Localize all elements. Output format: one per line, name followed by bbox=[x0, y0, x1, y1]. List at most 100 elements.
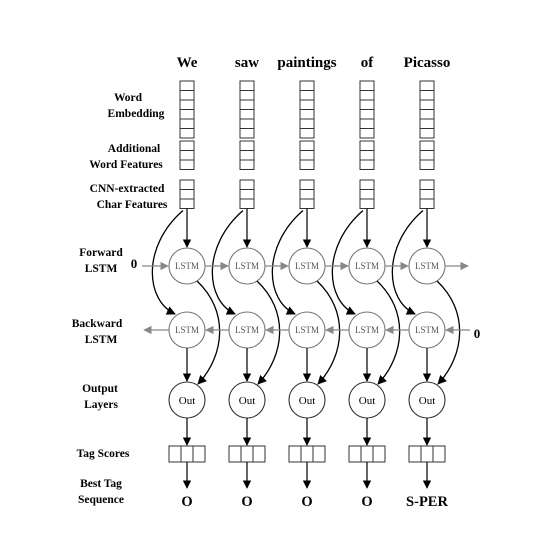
output-layer-label: Out bbox=[419, 395, 436, 407]
vector-cell bbox=[179, 159, 195, 170]
forward-lstm-label: LSTM bbox=[415, 261, 439, 271]
score-cell bbox=[168, 445, 182, 463]
vector-cell bbox=[419, 80, 435, 91]
vector-cell bbox=[299, 198, 315, 209]
label-forward-lstm-2: LSTM bbox=[85, 263, 118, 275]
label-additional-features-2: Word Features bbox=[89, 159, 163, 171]
label-forward-lstm-1: Forward bbox=[79, 247, 123, 259]
forward-lstm-label: LSTM bbox=[355, 261, 379, 271]
vector-cell bbox=[359, 159, 375, 170]
feature-to-backward-arrow bbox=[211, 210, 244, 315]
label-best-tag-sequence-2: Sequence bbox=[78, 494, 124, 506]
backward-lstm-label: LSTM bbox=[175, 325, 199, 335]
forward-to-output-arrow bbox=[196, 280, 221, 385]
forward-lstm-label: LSTM bbox=[295, 261, 319, 271]
vector-cell bbox=[359, 90, 375, 101]
output-layer-label: Out bbox=[239, 395, 256, 407]
label-tag-scores: Tag Scores bbox=[77, 448, 130, 460]
forward-to-output-arrow bbox=[316, 280, 341, 385]
label-backward-lstm-2: LSTM bbox=[85, 334, 118, 346]
best-tag: O bbox=[241, 494, 252, 510]
vector-cell bbox=[239, 118, 255, 129]
forward-initial-state: 0 bbox=[131, 256, 138, 271]
word-embedding-vector bbox=[299, 80, 315, 139]
forward-lstm-label: LSTM bbox=[235, 261, 259, 271]
additional-features-vector bbox=[179, 140, 195, 170]
input-word: Picasso bbox=[404, 55, 451, 71]
tag-scores-vector bbox=[408, 445, 446, 463]
vector-cell bbox=[299, 118, 315, 129]
vector-cell bbox=[299, 159, 315, 170]
score-cell bbox=[420, 445, 434, 463]
vector-cell bbox=[299, 109, 315, 120]
label-additional-features-1: Additional bbox=[108, 143, 160, 155]
vector-cell bbox=[359, 80, 375, 91]
best-tag: O bbox=[361, 494, 372, 510]
tag-scores-vector bbox=[348, 445, 386, 463]
vector-cell bbox=[419, 198, 435, 209]
feature-to-backward-arrow bbox=[331, 210, 364, 315]
backward-lstm-label: LSTM bbox=[355, 325, 379, 335]
vector-cell bbox=[359, 109, 375, 120]
vector-cell bbox=[239, 198, 255, 209]
label-output-layers-1: Output bbox=[82, 383, 118, 395]
tag-scores-vector bbox=[168, 445, 206, 463]
vector-cell bbox=[419, 109, 435, 120]
vector-cell bbox=[359, 179, 375, 190]
vector-cell bbox=[419, 159, 435, 170]
vector-cell bbox=[179, 128, 195, 139]
char-features-vector bbox=[239, 179, 255, 209]
score-cell bbox=[372, 445, 386, 463]
vector-cell bbox=[299, 90, 315, 101]
score-cell bbox=[312, 445, 326, 463]
vector-cell bbox=[239, 80, 255, 91]
best-tag: S-PER bbox=[406, 494, 448, 510]
feature-to-backward-arrow bbox=[391, 210, 424, 315]
vector-cell bbox=[359, 99, 375, 110]
vector-cell bbox=[179, 90, 195, 101]
score-cell bbox=[360, 445, 374, 463]
vector-cell bbox=[299, 80, 315, 91]
vector-cell bbox=[239, 99, 255, 110]
vector-cell bbox=[239, 189, 255, 200]
vector-cell bbox=[179, 198, 195, 209]
best-tag: O bbox=[301, 494, 312, 510]
vector-cell bbox=[179, 189, 195, 200]
label-word-embedding-2: Embedding bbox=[108, 108, 165, 120]
vector-cell bbox=[239, 109, 255, 120]
vector-cell bbox=[179, 80, 195, 91]
word-embedding-vector bbox=[419, 80, 435, 139]
vector-cell bbox=[239, 150, 255, 161]
token-columns: WeLSTMLSTMOutOsawLSTMLSTMOutOpaintingsLS… bbox=[151, 55, 461, 510]
vector-cell bbox=[179, 140, 195, 151]
vector-cell bbox=[299, 150, 315, 161]
score-cell bbox=[300, 445, 314, 463]
vector-cell bbox=[179, 99, 195, 110]
label-best-tag-sequence-1: Best Tag bbox=[80, 478, 122, 490]
label-char-features-1: CNN-extracted bbox=[90, 183, 165, 195]
word-embedding-vector bbox=[239, 80, 255, 139]
score-cell bbox=[192, 445, 206, 463]
vector-cell bbox=[419, 128, 435, 139]
forward-to-output-arrow bbox=[376, 280, 401, 385]
vector-cell bbox=[299, 189, 315, 200]
vector-cell bbox=[359, 150, 375, 161]
label-char-features-2: Char Features bbox=[97, 199, 168, 211]
vector-cell bbox=[239, 159, 255, 170]
vector-cell bbox=[359, 118, 375, 129]
word-embedding-vector bbox=[359, 80, 375, 139]
vector-cell bbox=[179, 118, 195, 129]
vector-cell bbox=[239, 179, 255, 190]
tag-scores-vector bbox=[288, 445, 326, 463]
backward-lstm-label: LSTM bbox=[235, 325, 259, 335]
char-features-vector bbox=[419, 179, 435, 209]
additional-features-vector bbox=[239, 140, 255, 170]
vector-cell bbox=[419, 140, 435, 151]
vector-cell bbox=[299, 179, 315, 190]
forward-lstm-label: LSTM bbox=[175, 261, 199, 271]
word-embedding-vector bbox=[179, 80, 195, 139]
input-word: We bbox=[177, 55, 198, 71]
